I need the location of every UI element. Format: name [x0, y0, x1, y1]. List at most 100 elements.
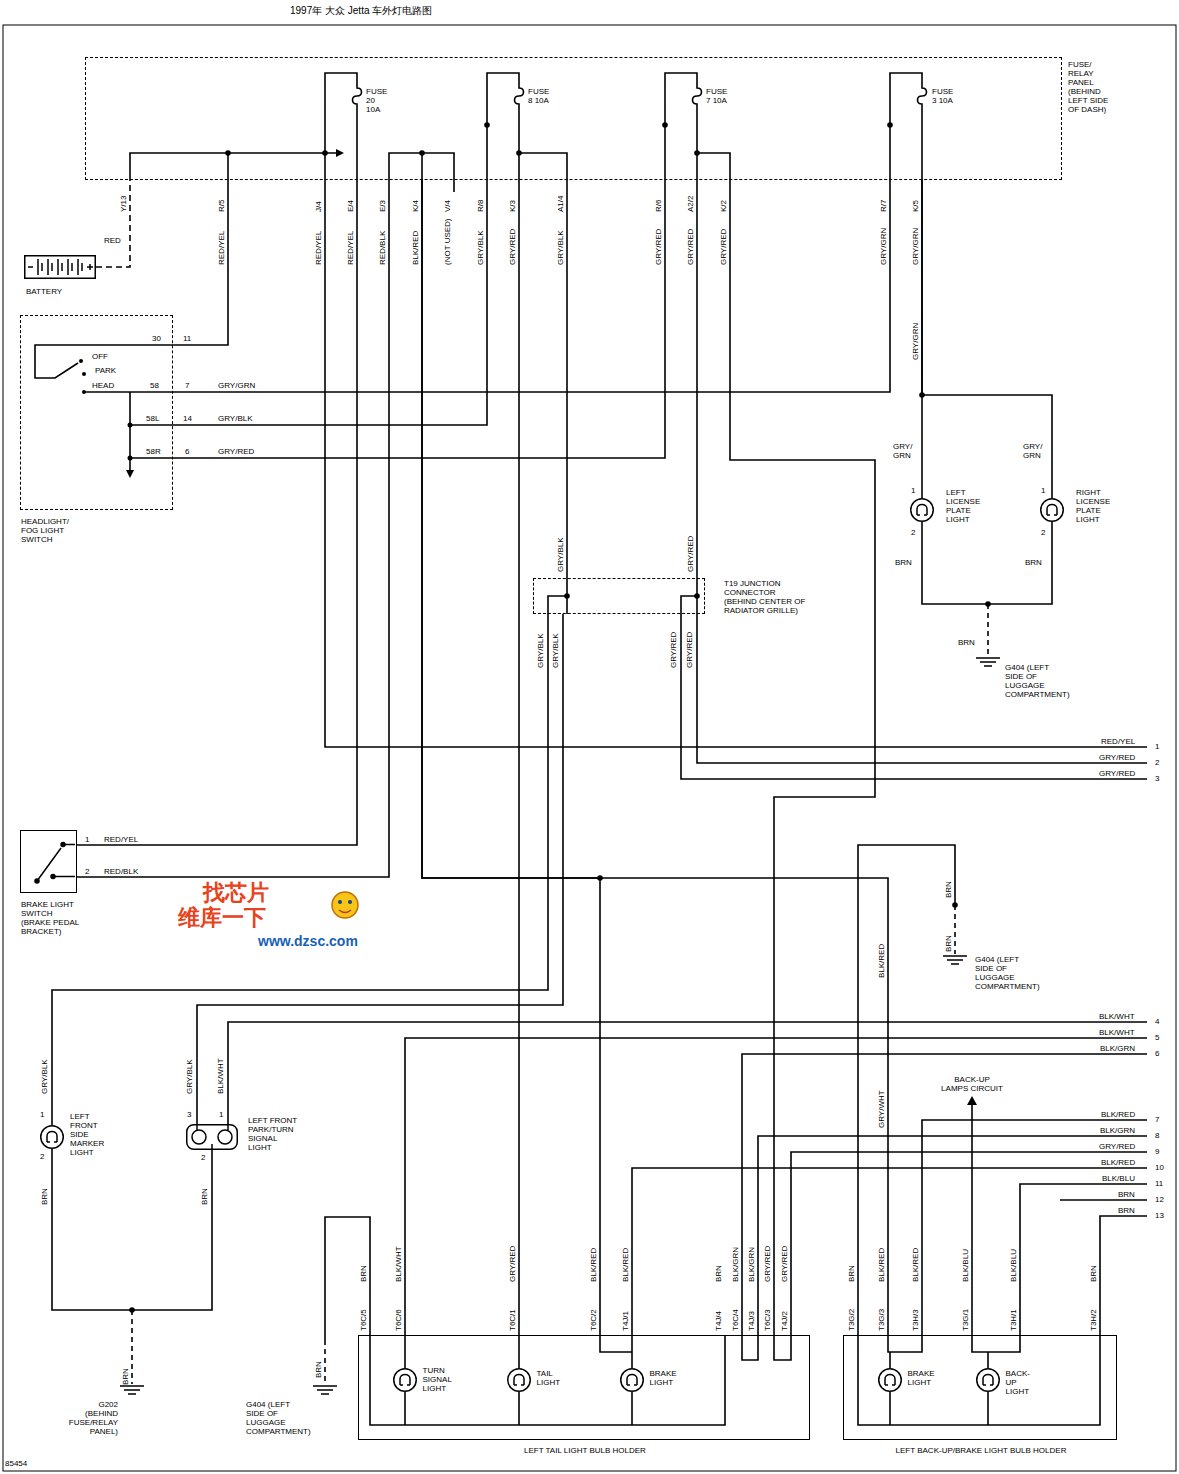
wire-code: GRY/RED [686, 229, 695, 265]
callout-label: BLK/RED [1101, 1158, 1135, 1167]
callout-label: BLK/WHT [1099, 1012, 1135, 1021]
wire-path [84, 391, 173, 393]
wire-code: Y/13 [119, 196, 128, 212]
license-light: RIGHT LICENSE PLATE LIGHT [1040, 498, 1064, 522]
wire-code: BLK/GRN [747, 1247, 756, 1282]
bulb-filament [917, 505, 927, 516]
wire-path [453, 180, 455, 192]
shape-outline [1040, 498, 1064, 522]
wire-code: BLK/RED [877, 944, 886, 978]
node-label: RIGHT LICENSE PLATE LIGHT [1076, 488, 1110, 524]
callout-label: RED/YEL [1101, 737, 1135, 746]
bulb-circle [218, 1130, 232, 1144]
callout-label: BRN [895, 558, 912, 567]
wire-code: BRN [714, 1265, 723, 1282]
callout-label: RED [104, 236, 121, 245]
bulb-filament [400, 1374, 410, 1385]
wire-connector [52, 614, 548, 1125]
callout-label: BLK/WHT [1099, 1028, 1135, 1037]
wire-code: T6C/5 [359, 1309, 368, 1331]
shape-outline [507, 1368, 531, 1392]
wire-code: BLK/WHT [394, 1246, 403, 1282]
wire-code: T3H/2 [1089, 1309, 1098, 1331]
wire-path [742, 1054, 1147, 1335]
battery-cell [81, 263, 83, 271]
battery-cell [61, 263, 63, 271]
bulb-holder: LEFT TAIL LIGHT BULB HOLDERTURN SIGNAL L… [358, 1335, 810, 1440]
callout-label: 1 [911, 486, 915, 495]
shape-outline [620, 1368, 644, 1392]
wire-code: GRY/BLK [556, 230, 565, 265]
wire-path [120, 1386, 144, 1394]
wire-path [131, 1310, 133, 1384]
wire-code: V/4 [443, 200, 452, 212]
fuse-relay-panel: FUSE/ RELAY PANEL (BEHIND LEFT SIDE OF D… [85, 57, 1062, 180]
junction-dot [484, 122, 490, 128]
callout-label: 58L [146, 414, 159, 423]
callout-label: OFF [92, 352, 108, 361]
wire-path [742, 1335, 791, 1360]
wire-code: BRN [40, 1188, 49, 1205]
wire-path [922, 522, 1052, 604]
junction-dot [128, 456, 133, 461]
callout-label: 11 [1155, 1179, 1163, 1188]
shape-outline [40, 1125, 64, 1149]
wire-code: E/4 [346, 200, 355, 212]
wire-path [35, 345, 173, 378]
shape-outline [878, 1368, 902, 1392]
callout-label: 12 [1155, 1195, 1164, 1204]
wire-code: BRN [944, 881, 953, 898]
node-label: LEFT FRONT PARK/TURN SIGNAL LIGHT [248, 1116, 300, 1152]
wire-path [130, 153, 336, 180]
wire-code: GRY/GRN [879, 228, 888, 265]
wire-code: GRY/BLK [185, 1059, 194, 1094]
bulb-filament [885, 1374, 895, 1385]
shape-outline [24, 255, 96, 279]
shape-stroke [25, 256, 96, 279]
wire-path [1100, 1216, 1147, 1335]
bulb-circle [976, 1368, 999, 1391]
wire-code: J/4 [314, 201, 323, 212]
wire-code: A1/4 [556, 196, 565, 212]
shape-stroke [507, 1368, 530, 1391]
wire-connector [96, 180, 130, 267]
node-label: LEFT FRONT SIDE MARKER LIGHT [70, 1112, 104, 1157]
wire-path [324, 1340, 326, 1384]
wire-code: K/5 [911, 200, 920, 212]
callout-label: 1 [219, 1110, 223, 1119]
shape-stroke [35, 843, 75, 884]
wire-code: GRY/BLK [556, 537, 565, 572]
node-label: LEFT BACK-UP/BRAKE LIGHT BULB HOLDER [844, 1446, 1118, 1455]
wire-code: GRY/BLK [476, 230, 485, 265]
bulb-circle [192, 1130, 206, 1144]
wire-connector [696, 180, 698, 578]
wire-code: R/8 [476, 200, 485, 212]
node-label: HEADLIGHT/ FOG LIGHT SWITCH [21, 517, 83, 544]
wire-path [943, 956, 967, 964]
wire-code: T3G/2 [847, 1309, 856, 1331]
wire-code: GRY/RED [508, 1246, 517, 1282]
wire-path [130, 425, 173, 458]
wire-code: R/5 [217, 200, 226, 212]
junction-dot [694, 150, 700, 156]
mascot-figure [332, 892, 358, 918]
callout-label: 58 [150, 381, 159, 390]
callout-label: 3 [187, 1110, 191, 1119]
junction-dot [128, 423, 133, 428]
switch-lead [53, 845, 75, 877]
callout-label: GRY/ GRN [893, 442, 912, 460]
battery-cell [47, 259, 49, 275]
wire-code: GRY/RED [685, 632, 694, 668]
wire-code: RED/YEL [314, 231, 323, 265]
shape-stroke [911, 499, 934, 522]
wire-path [487, 73, 524, 180]
callout-label: GRY/RED [1099, 1142, 1135, 1151]
wire-connector [173, 180, 665, 458]
bulb-circle [1041, 499, 1064, 522]
wire-code: K/4 [411, 200, 420, 212]
page-frame [3, 25, 1176, 1471]
wire-code: T4J/3 [747, 1311, 756, 1331]
wire-code: BLK/WHT [216, 1058, 225, 1094]
bulb-circle [393, 1368, 416, 1391]
junction-dot [322, 150, 328, 156]
